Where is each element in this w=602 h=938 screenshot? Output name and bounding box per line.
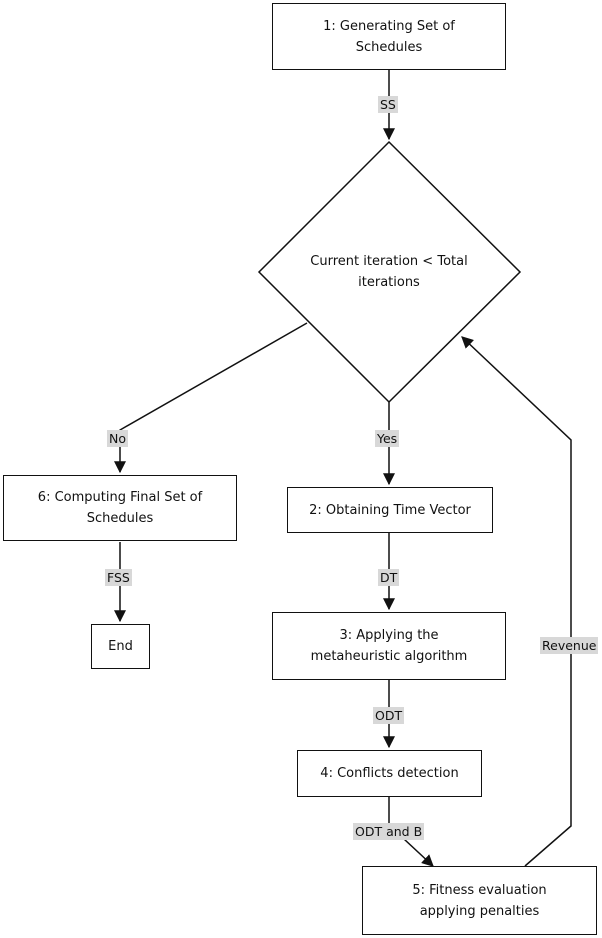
node-generating-set-label: 1: Generating Set of Schedules: [323, 18, 455, 55]
node-generating-set: 1: Generating Set of Schedules: [272, 3, 506, 70]
edge-label-odt-and-b: ODT and B: [353, 823, 425, 840]
node-fitness-label: 5: Fitness evaluation applying penalties: [412, 882, 547, 919]
edge-label-ss: SS: [378, 96, 398, 113]
edge-decision-no: [114, 322, 308, 474]
node-metaheuristic: 3: Applying the metaheuristic algorithm: [272, 612, 506, 680]
node-final-set: 6: Computing Final Set of Schedules: [3, 475, 237, 541]
edge-label-odt: ODT: [373, 707, 405, 724]
node-time-vector: 2: Obtaining Time Vector: [287, 487, 493, 533]
node-end-label: End: [108, 639, 133, 654]
node-final-set-label: 6: Computing Final Set of Schedules: [37, 490, 203, 526]
node-conflicts: 4: Conflicts detection: [297, 750, 482, 797]
node-metaheuristic-label: 3: Applying the metaheuristic algorithm: [310, 628, 468, 664]
edge-label-no: No: [107, 430, 128, 447]
edge-label-yes: Yes: [375, 430, 400, 447]
edge-label-fss: FSS: [105, 569, 132, 586]
edge-label-dt: DT: [378, 569, 400, 586]
node-end: End: [91, 624, 150, 669]
edge-5-to-decision: [461, 336, 572, 867]
node-time-vector-label: 2: Obtaining Time Vector: [309, 502, 471, 518]
decision-text: Current iteration < Total iterations: [310, 254, 468, 290]
edge-label-revenue: Revenue: [540, 637, 599, 654]
node-fitness: 5: Fitness evaluation applying penalties: [362, 866, 597, 935]
node-conflicts-label: 4: Conflicts detection: [320, 766, 459, 781]
